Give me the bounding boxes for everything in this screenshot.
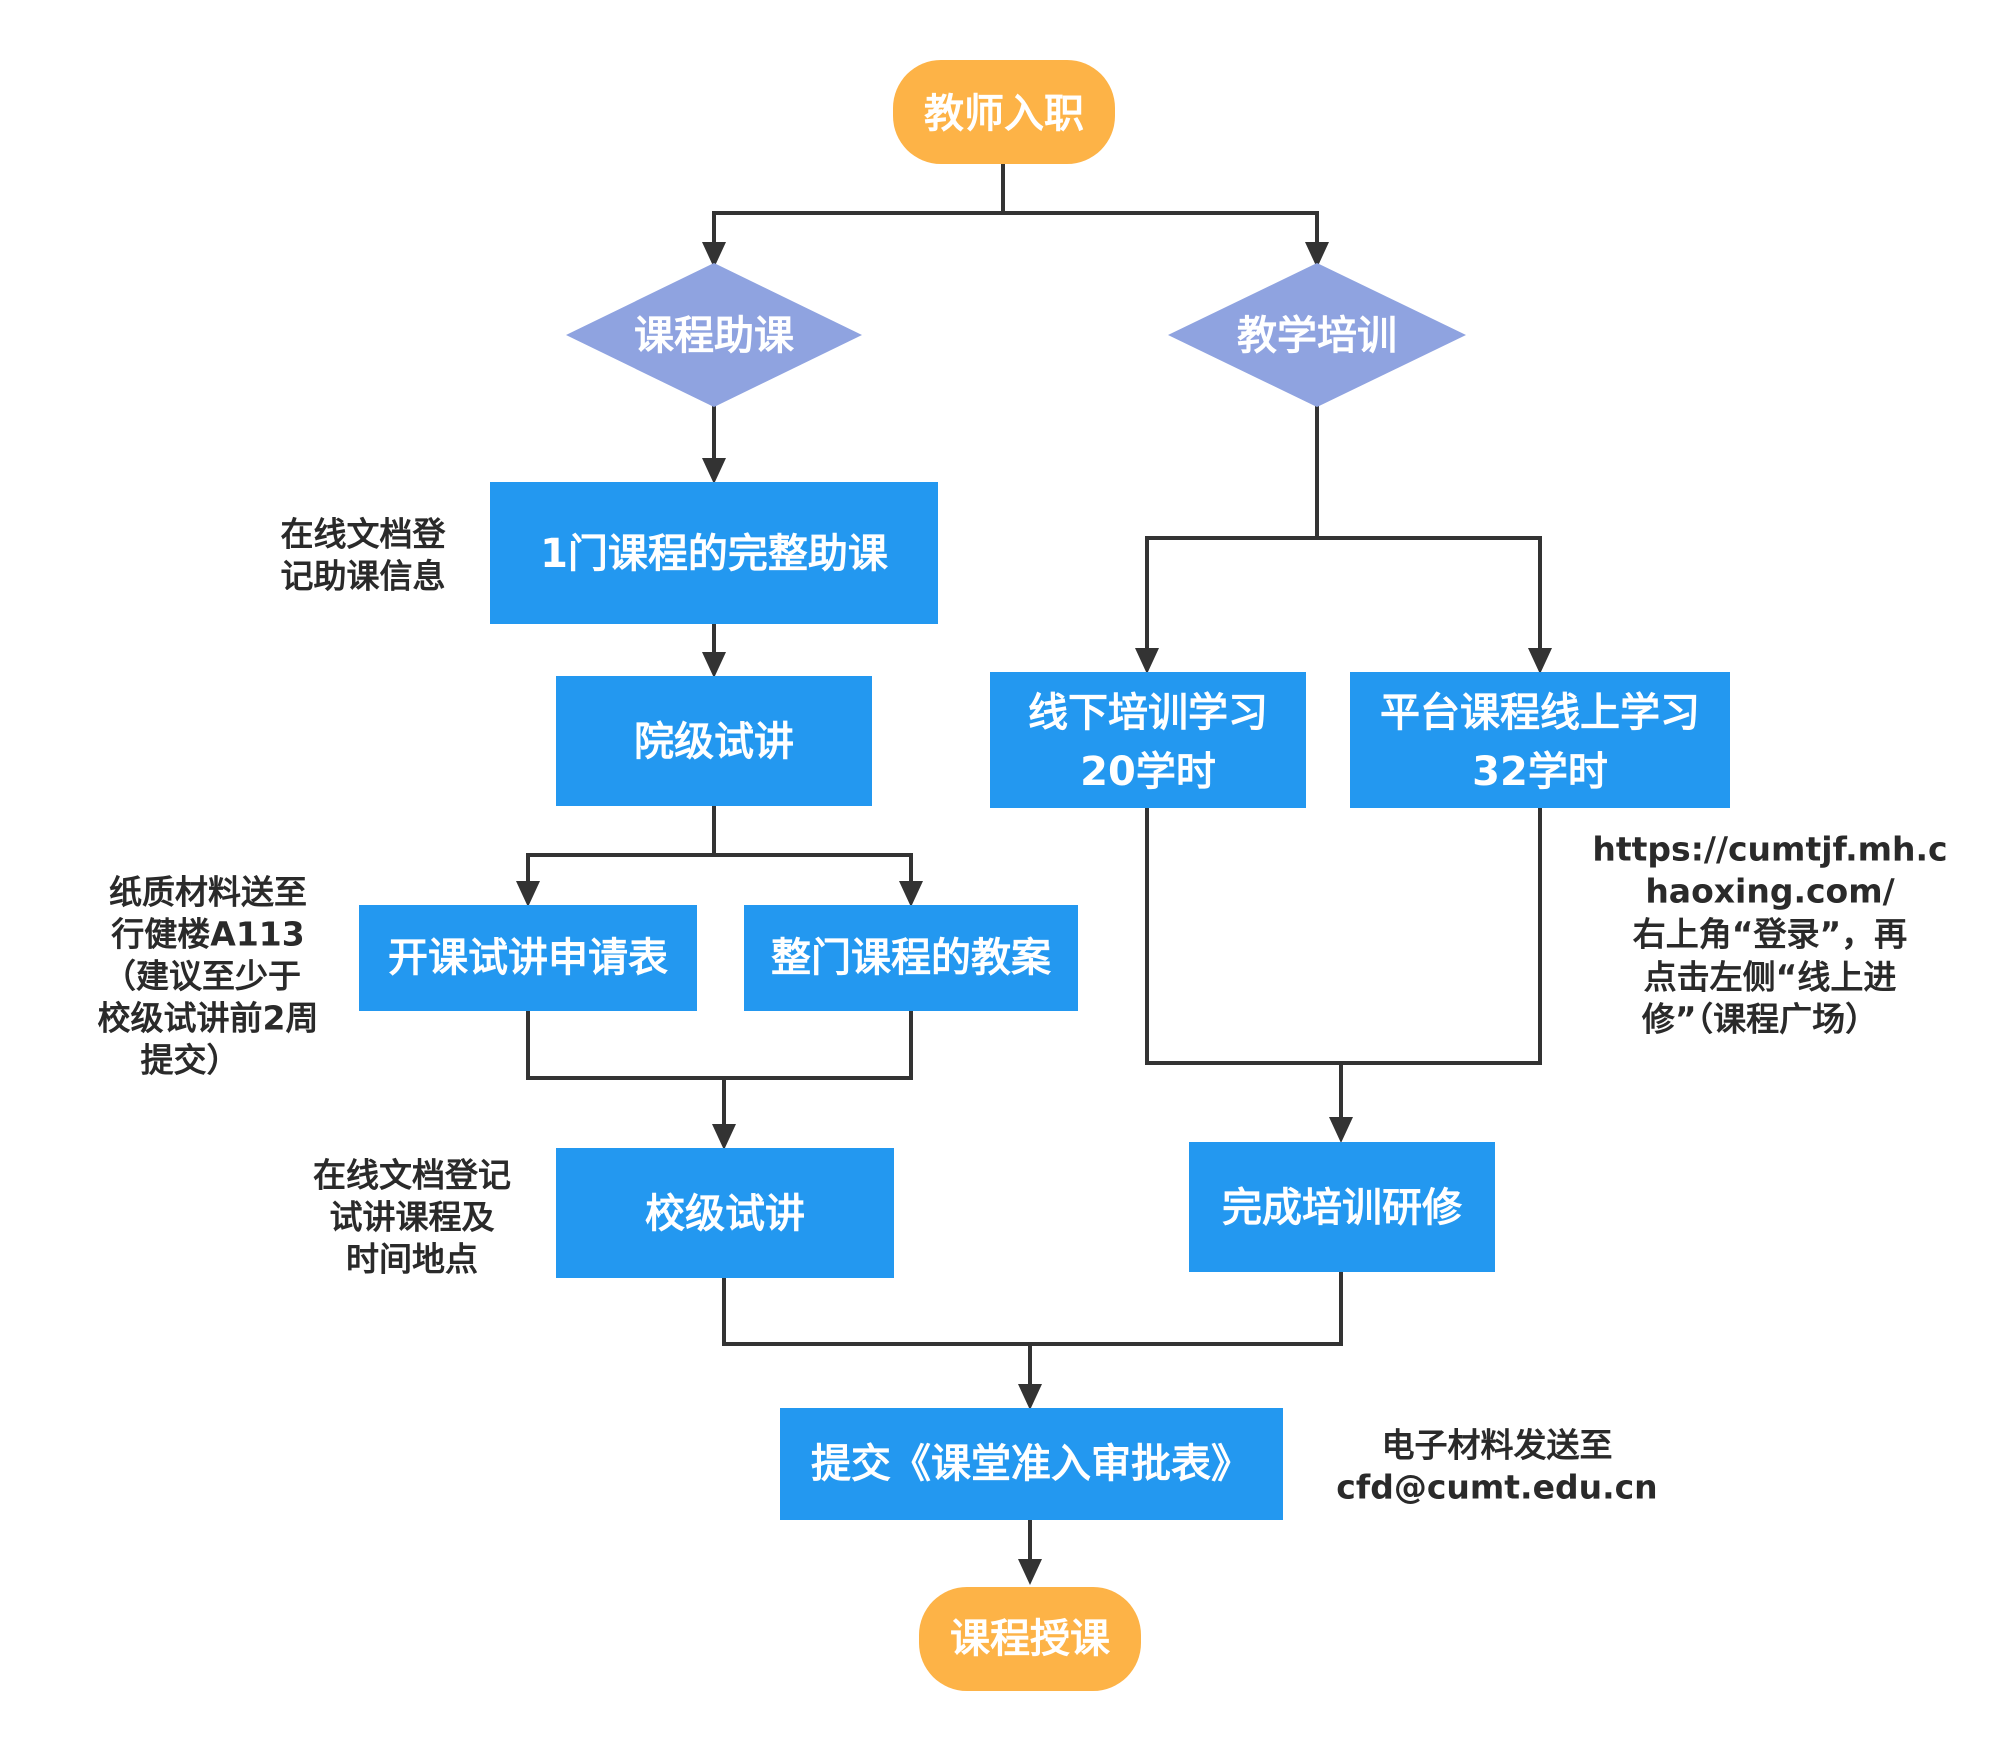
note-paper-materials-line1: 纸质材料送至 (109, 873, 307, 912)
note-online-platform-line3: 右上角“登录”，再 (1633, 915, 1907, 954)
process-submit-form-shape (780, 1408, 1283, 1520)
arrowhead (1018, 1559, 1042, 1585)
process-lesson-plan-shape (744, 905, 1078, 1011)
note-email-address: cfd@cumt.edu.cn (1336, 1468, 1657, 1507)
arrowhead (516, 881, 540, 907)
process-online-training-shape (1350, 672, 1730, 808)
process-college-trial-shape (556, 676, 872, 806)
note-paper-materials-line4: 校级试讲前2周 (98, 999, 319, 1038)
process-offline-training-shape (990, 672, 1306, 808)
process-submit-form-label: 提交《课堂准入审批表》 (811, 1441, 1251, 1487)
process-full-assist: 1门课程的完整助课 (490, 482, 938, 624)
start-node-shape (893, 60, 1115, 164)
end-node-shape (919, 1587, 1141, 1691)
process-lesson-plan-label: 整门课程的教案 (771, 935, 1052, 981)
connector-college-to-plan (714, 853, 913, 898)
process-application-form-shape (359, 905, 697, 1011)
decision-assist-shape (566, 263, 862, 407)
connector-final-merge (722, 1270, 1343, 1346)
process-lesson-plan: 整门课程的教案 (744, 905, 1078, 1011)
process-online-training-line1: 平台课程线上学习 (1380, 690, 1700, 736)
note-online-platform-url-line2: haoxing.com/ (1645, 872, 1895, 911)
process-full-assist-shape (490, 482, 938, 624)
process-application-form: 开课试讲申请表 (359, 905, 697, 1011)
note-online-platform-line4: 点击左侧“线上进 (1644, 958, 1897, 997)
process-submit-form: 提交《课堂准入审批表》 (780, 1408, 1283, 1520)
note-assist-register: 在线文档登 记助课信息 (281, 515, 447, 596)
decision-training-shape (1168, 263, 1466, 407)
process-training-done-label: 完成培训研修 (1222, 1185, 1463, 1231)
process-offline-training: 线下培训学习 20学时 (990, 672, 1306, 808)
start-node-label: 教师入职 (924, 91, 1084, 137)
note-paper-materials-line2: 行健楼A113 (110, 915, 304, 954)
arrowhead (702, 652, 726, 678)
decision-training-label: 教学培训 (1237, 313, 1397, 359)
connector-start-to-training (1003, 211, 1319, 258)
connector-trainings-merge (1145, 807, 1542, 1065)
connector-college-split (526, 805, 716, 898)
process-offline-training-line2: 20学时 (1080, 749, 1216, 795)
note-trial-register-line2: 试讲课程及 (330, 1198, 495, 1237)
note-online-platform-url-line1: https://cumtjf.mh.c (1592, 830, 1947, 869)
process-application-form-label: 开课试讲申请表 (388, 935, 668, 981)
arrowhead (1305, 242, 1329, 268)
end-node-label: 课程授课 (950, 1616, 1111, 1662)
arrowhead (1135, 648, 1159, 674)
arrowhead (1329, 1117, 1353, 1143)
note-trial-register: 在线文档登记 试讲课程及 时间地点 (313, 1156, 511, 1279)
arrowhead (899, 881, 923, 907)
process-full-assist-label: 1门课程的完整助课 (540, 531, 889, 577)
note-paper-materials: 纸质材料送至 行健楼A113 （建议至少于 校级试讲前2周 提交） (98, 873, 319, 1080)
start-node: 教师入职 (893, 60, 1115, 164)
note-email-line1: 电子材料发送至 (1382, 1426, 1613, 1465)
connector-start-split (712, 162, 1005, 258)
note-online-platform: https://cumtjf.mh.c haoxing.com/ 右上角“登录”… (1592, 830, 1947, 1039)
connector-forms-merge (526, 1009, 913, 1080)
connector-training-split (1145, 405, 1319, 665)
note-assist-register-line2: 记助课信息 (281, 557, 446, 596)
process-school-trial-label: 校级试讲 (645, 1191, 805, 1237)
arrowhead (1528, 648, 1552, 674)
process-college-trial: 院级试讲 (556, 676, 872, 806)
decision-assist-label: 课程助课 (634, 313, 795, 359)
arrowhead (702, 242, 726, 268)
arrowhead (1018, 1384, 1042, 1410)
process-college-trial-label: 院级试讲 (634, 719, 794, 765)
note-paper-materials-line5: 提交） (141, 1041, 240, 1080)
connectors (516, 162, 1552, 1585)
note-trial-register-line1: 在线文档登记 (313, 1156, 511, 1195)
note-assist-register-line1: 在线文档登 (281, 515, 447, 554)
process-training-done-shape (1189, 1142, 1495, 1272)
note-trial-register-line3: 时间地点 (346, 1240, 478, 1279)
process-online-training: 平台课程线上学习 32学时 (1350, 672, 1730, 808)
process-online-training-line2: 32学时 (1472, 749, 1608, 795)
process-offline-training-line1: 线下培训学习 (1028, 690, 1268, 736)
note-email: 电子材料发送至 cfd@cumt.edu.cn (1336, 1426, 1657, 1507)
arrowhead (712, 1124, 736, 1150)
decision-training: 教学培训 (1168, 263, 1466, 407)
note-paper-materials-line3: （建议至少于 (103, 957, 301, 996)
arrowhead (702, 458, 726, 484)
connector-training-to-online (1317, 536, 1542, 665)
process-school-trial: 校级试讲 (556, 1148, 894, 1278)
decision-assist: 课程助课 (566, 263, 862, 407)
process-school-trial-shape (556, 1148, 894, 1278)
note-online-platform-line5: 修”（课程广场） (1641, 1000, 1878, 1039)
end-node: 课程授课 (919, 1587, 1141, 1691)
process-training-done: 完成培训研修 (1189, 1142, 1495, 1272)
